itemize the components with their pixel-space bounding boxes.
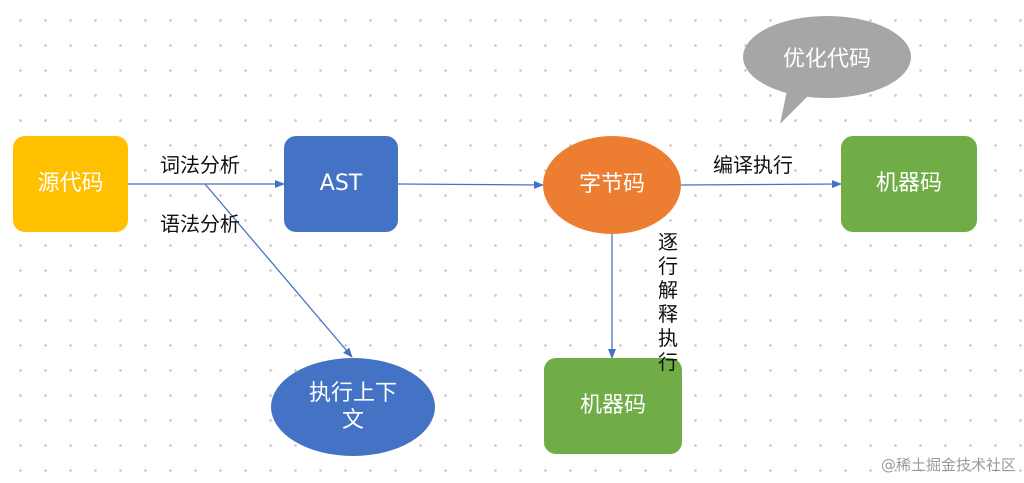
- label-compile-execute: 编译执行: [713, 153, 793, 177]
- node-ast: AST: [284, 136, 398, 232]
- label-lexical-analysis: 词法分析: [160, 153, 240, 177]
- edge-branch-to-exec-context: [204, 183, 353, 358]
- node-execution-context: 执行上下文: [271, 358, 435, 456]
- edge-bytecode-to-machine-code-right: [680, 180, 842, 189]
- callout-optimize-code: 优化代码: [782, 47, 871, 72]
- watermark: @稀土掘金技术社区: [880, 456, 1016, 474]
- node-bytecode: 字节码: [543, 136, 681, 234]
- label-syntax-analysis: 语法分析: [160, 212, 240, 236]
- edge-ast-to-bytecode: [397, 180, 544, 189]
- node-machine-code-bottom: 机器码: [544, 358, 682, 454]
- callout-bubble: [743, 16, 911, 124]
- node-source-code: 源代码: [13, 136, 128, 232]
- label-interpret-execute: 逐行解释执行: [658, 230, 678, 374]
- node-machine-code-right: 机器码: [841, 136, 977, 232]
